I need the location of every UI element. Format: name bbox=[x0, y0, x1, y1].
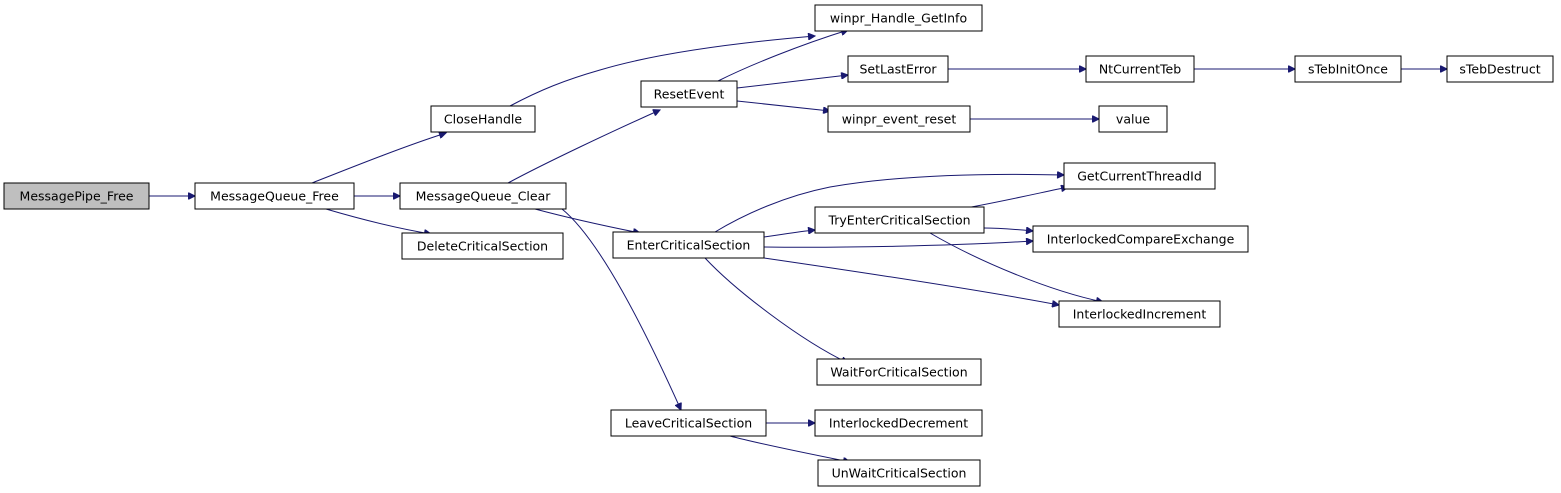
edge-tryentercriticalsection-to-interlockedcompareexchange bbox=[983, 228, 1033, 231]
node-value[interactable]: value bbox=[1098, 105, 1168, 133]
node-label: ResetEvent bbox=[654, 87, 725, 102]
edge-messagequeue-free-to-closehandle bbox=[311, 133, 446, 184]
edge-resetevent-to-winpr-event-reset bbox=[736, 100, 830, 111]
node-label: WaitForCriticalSection bbox=[830, 365, 967, 380]
edge-tryentercriticalsection-to-interlockedincrement bbox=[929, 232, 1103, 302]
node-label: MessagePipe_Free bbox=[20, 189, 134, 204]
node-label: InterlockedCompareExchange bbox=[1047, 232, 1235, 247]
node-interlockedcompareexchange[interactable]: InterlockedCompareExchange bbox=[1032, 225, 1249, 253]
node-leavecriticalsection[interactable]: LeaveCriticalSection bbox=[610, 409, 767, 437]
node-messagepipe-free[interactable]: MessagePipe_Free bbox=[3, 182, 150, 210]
node-stebdestruct[interactable]: sTebDestruct bbox=[1446, 55, 1554, 83]
node-entercriticalsection[interactable]: EnterCriticalSection bbox=[612, 231, 765, 259]
node-label: value bbox=[1116, 112, 1150, 127]
node-label: sTebDestruct bbox=[1459, 62, 1540, 77]
edge-entercriticalsection-to-getcurrentthreadid bbox=[714, 174, 1064, 233]
node-label: SetLastError bbox=[859, 62, 937, 77]
nodes-layer: MessagePipe_Free MessageQueue_Free Close… bbox=[3, 4, 1554, 487]
node-label: GetCurrentThreadId bbox=[1077, 169, 1202, 184]
edge-closehandle-to-winpr-handle-getinfo bbox=[509, 36, 815, 107]
node-label: MessageQueue_Clear bbox=[416, 189, 552, 204]
node-ntcurrentteb[interactable]: NtCurrentTeb bbox=[1085, 55, 1195, 83]
node-deletecriticalsection[interactable]: DeleteCriticalSection bbox=[401, 232, 564, 260]
node-label: UnWaitCriticalSection bbox=[832, 466, 967, 481]
node-winpr-handle-getinfo[interactable]: winpr_Handle_GetInfo bbox=[814, 4, 983, 32]
node-label: MessageQueue_Free bbox=[210, 189, 339, 204]
edge-messagequeue-free-to-deletecriticalsection bbox=[325, 208, 431, 234]
node-label: InterlockedIncrement bbox=[1073, 307, 1207, 322]
node-label: LeaveCriticalSection bbox=[625, 416, 752, 431]
edge-entercriticalsection-to-tryentercriticalsection bbox=[763, 230, 815, 238]
node-unwaitcriticalsection[interactable]: UnWaitCriticalSection bbox=[817, 459, 981, 487]
edge-messagequeue-clear-to-resetevent bbox=[507, 110, 660, 184]
node-messagequeue-free[interactable]: MessageQueue_Free bbox=[194, 182, 355, 210]
node-label: EnterCriticalSection bbox=[627, 238, 751, 253]
node-tryentercriticalsection[interactable]: TryEnterCriticalSection bbox=[814, 206, 985, 234]
node-interlockedincrement[interactable]: InterlockedIncrement bbox=[1058, 300, 1221, 328]
node-waitforcriticalsection[interactable]: WaitForCriticalSection bbox=[816, 358, 982, 386]
edge-tryentercriticalsection-to-getcurrentthreadid bbox=[959, 187, 1068, 210]
node-label: InterlockedDecrement bbox=[829, 416, 968, 431]
node-label: winpr_event_reset bbox=[842, 112, 957, 127]
edge-messagequeue-clear-to-leavecriticalsection bbox=[561, 208, 681, 410]
node-stebinitonce[interactable]: sTebInitOnce bbox=[1294, 55, 1402, 83]
edges-layer bbox=[149, 30, 1447, 462]
node-messagequeue-clear[interactable]: MessageQueue_Clear bbox=[399, 182, 567, 210]
node-label: TryEnterCriticalSection bbox=[827, 213, 970, 228]
node-label: sTebInitOnce bbox=[1308, 62, 1388, 77]
node-label: DeleteCriticalSection bbox=[417, 239, 548, 254]
node-closehandle[interactable]: CloseHandle bbox=[430, 105, 536, 133]
node-interlockeddecrement[interactable]: InterlockedDecrement bbox=[814, 409, 983, 437]
node-winpr-event-reset[interactable]: winpr_event_reset bbox=[827, 105, 971, 133]
edge-resetevent-to-setlasterror bbox=[736, 75, 848, 89]
edge-entercriticalsection-to-waitforcriticalsection bbox=[704, 257, 848, 363]
node-label: CloseHandle bbox=[444, 112, 522, 127]
edge-messagequeue-clear-to-entercriticalsection bbox=[534, 208, 640, 233]
edge-resetevent-to-winpr-handle-getinfo bbox=[717, 30, 848, 82]
node-label: NtCurrentTeb bbox=[1099, 62, 1181, 77]
edge-leavecriticalsection-to-unwaitcriticalsection bbox=[729, 435, 850, 462]
node-label: winpr_Handle_GetInfo bbox=[830, 11, 967, 26]
node-resetevent[interactable]: ResetEvent bbox=[640, 80, 738, 108]
node-setlasterror[interactable]: SetLastError bbox=[847, 55, 949, 83]
node-getcurrentthreadid[interactable]: GetCurrentThreadId bbox=[1063, 162, 1216, 190]
edge-entercriticalsection-to-interlockedincrement bbox=[763, 257, 1059, 305]
edge-entercriticalsection-to-interlockedcompareexchange bbox=[763, 241, 1033, 248]
